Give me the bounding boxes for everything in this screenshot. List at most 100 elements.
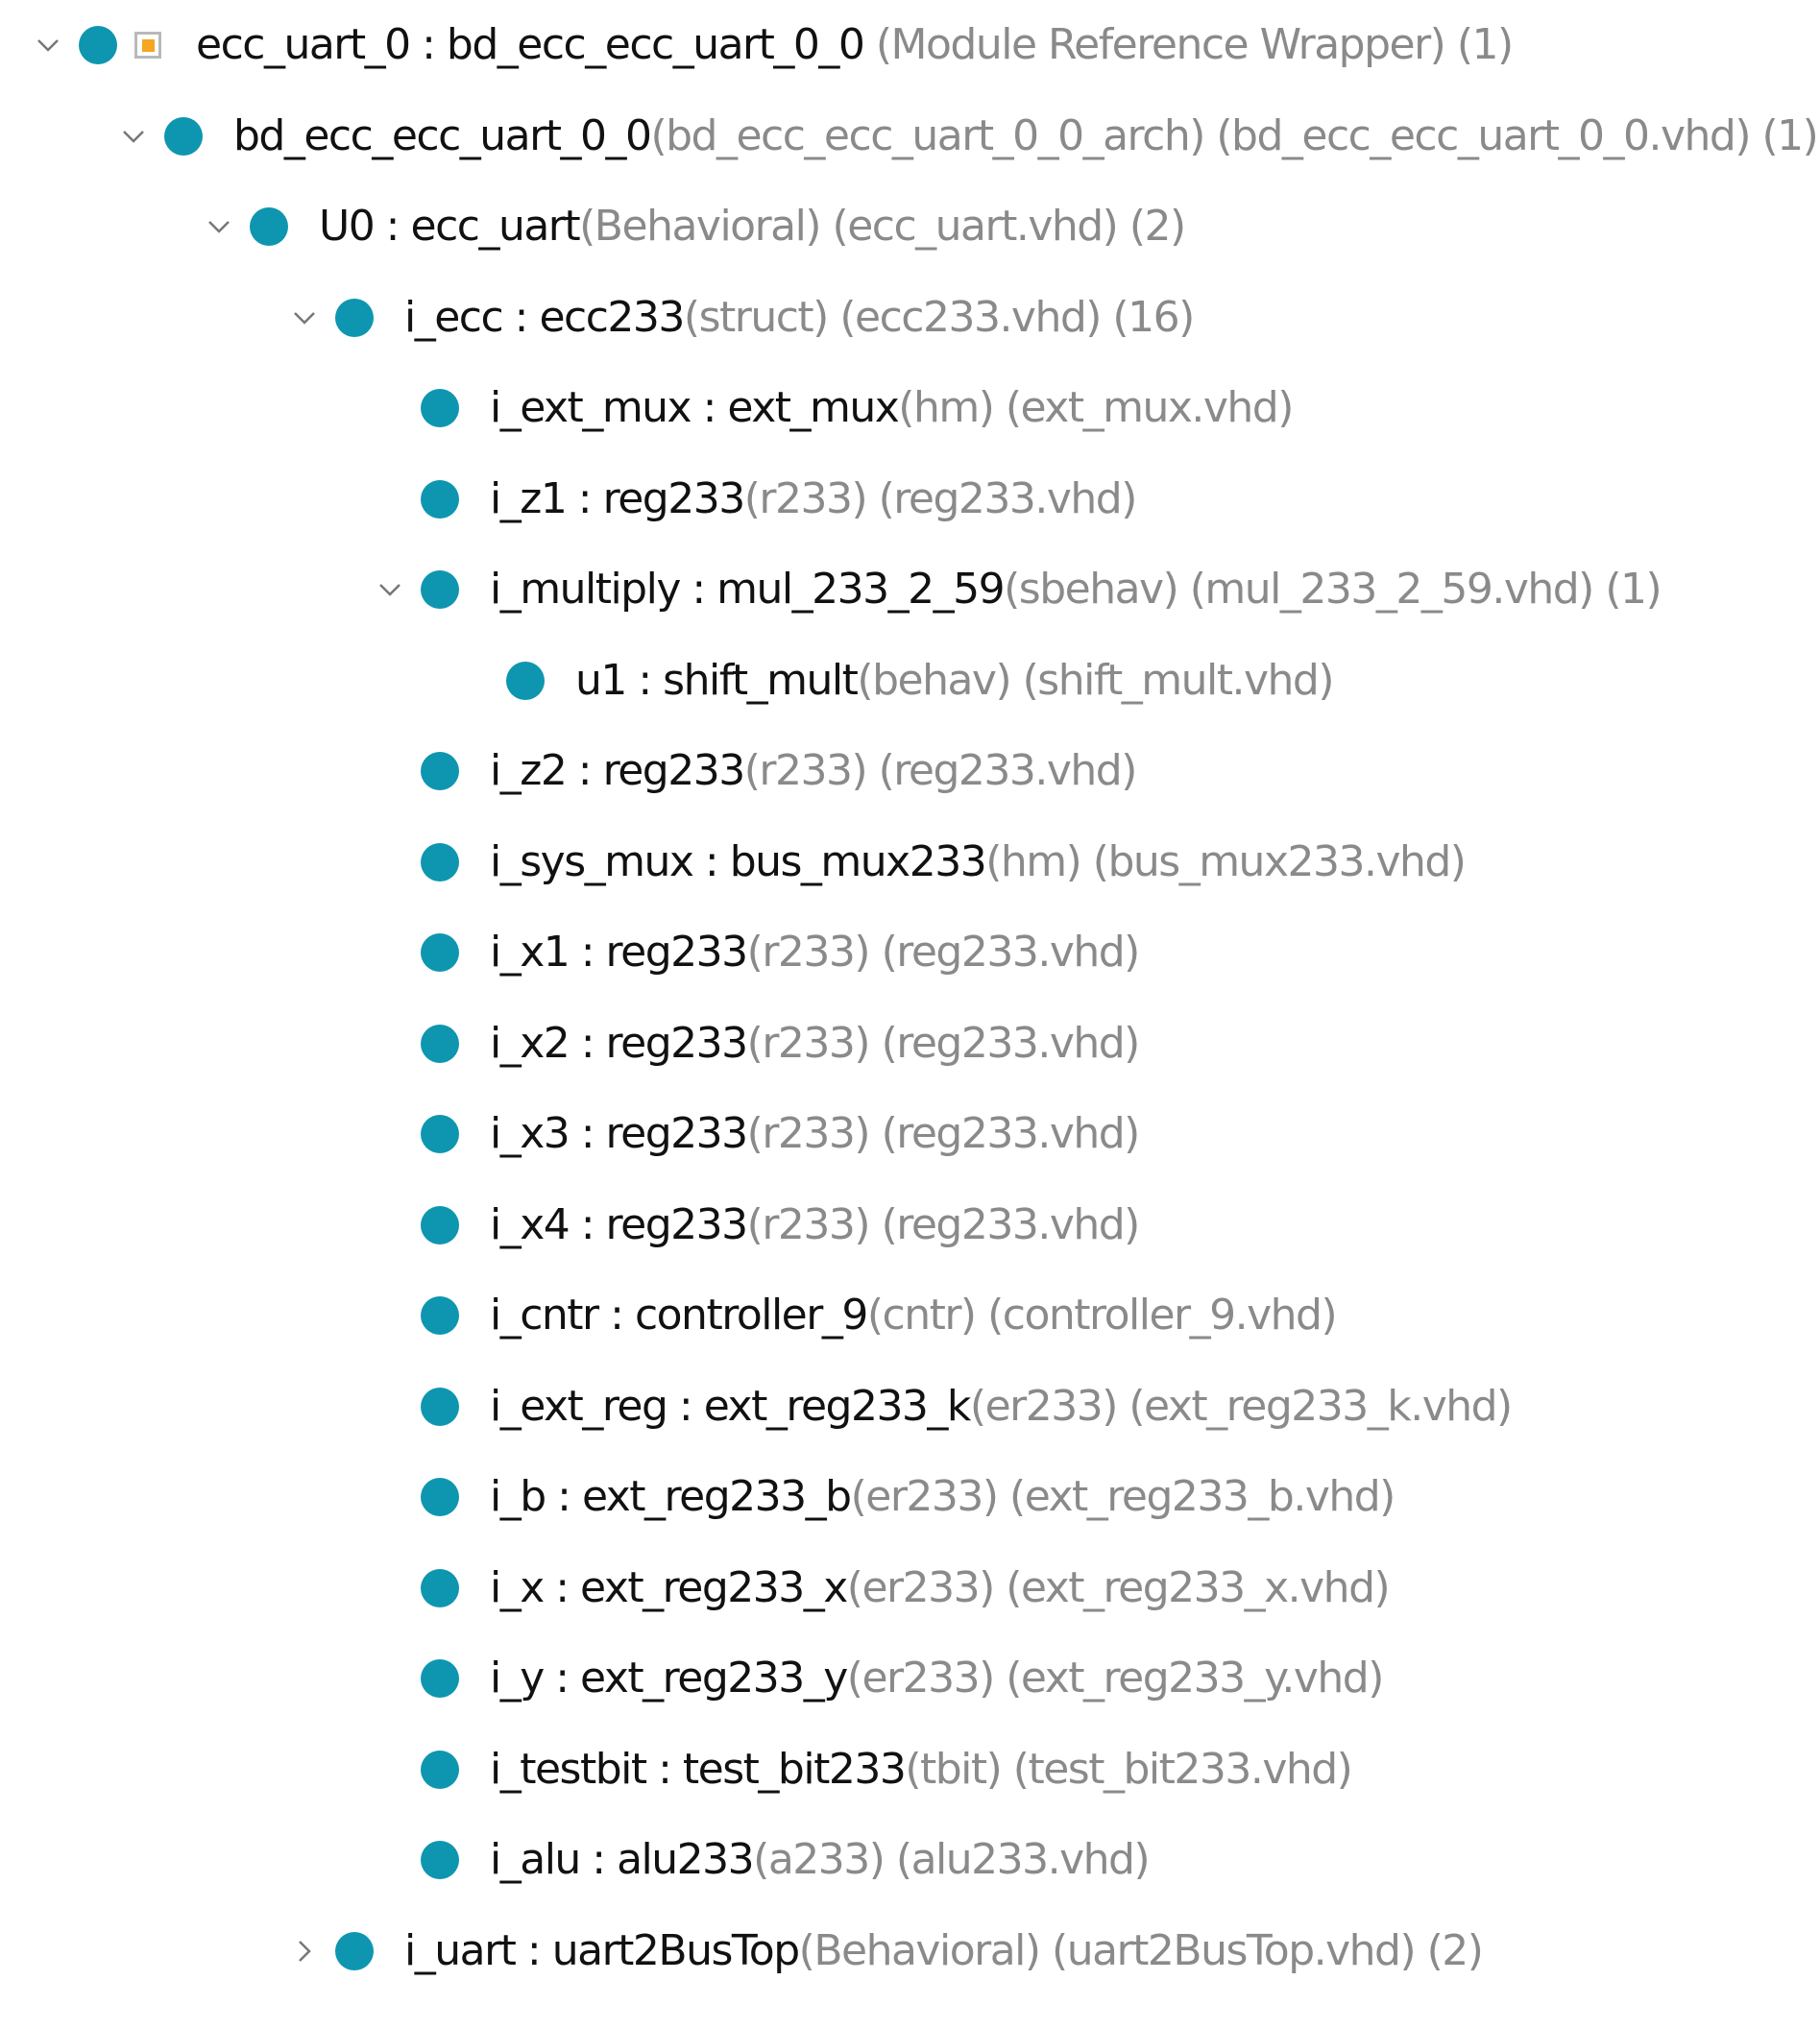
chevron-down-icon[interactable]: [198, 205, 240, 248]
tree-item-label[interactable]: i_x4 : reg233(r233) (reg233.vhd): [490, 1203, 1140, 1246]
toggle-placeholder: [369, 1567, 411, 1609]
instance-name: i_cntr : controller_9: [490, 1291, 868, 1340]
instance-detail: (struct) (ecc233.vhd) (16): [683, 292, 1195, 342]
status-dot-icon: [506, 661, 545, 700]
instance-name: i_ecc : ecc233: [404, 292, 685, 342]
tree-item-label[interactable]: i_ecc : ecc233(struct) (ecc233.vhd) (16): [404, 296, 1195, 339]
instance-detail: (r233) (reg233.vhd): [743, 746, 1138, 795]
tree-row[interactable]: i_ext_mux : ext_mux(hm) (ext_mux.vhd): [0, 363, 1820, 453]
instance-name: ecc_uart_0 : bd_ecc_ecc_uart_0_0: [196, 20, 865, 69]
tree-row[interactable]: i_x4 : reg233(r233) (reg233.vhd): [0, 1180, 1820, 1270]
instance-name: i_alu : alu233: [490, 1835, 755, 1884]
chevron-down-icon[interactable]: [283, 297, 326, 339]
instance-name: i_b : ext_reg233_b: [490, 1472, 852, 1521]
status-dot-icon: [421, 1115, 459, 1153]
tree-row[interactable]: i_x2 : reg233(r233) (reg233.vhd): [0, 999, 1820, 1089]
status-dot-icon: [421, 1205, 459, 1244]
instance-name: i_x1 : reg233: [490, 928, 748, 977]
tree-item-label[interactable]: i_y : ext_reg233_y(er233) (ext_reg233_y.…: [490, 1654, 1384, 1703]
chevron-down-icon[interactable]: [369, 568, 411, 611]
tree-item-label[interactable]: U0 : ecc_uart(Behavioral) (ecc_uart.vhd)…: [319, 205, 1186, 248]
tree-row[interactable]: bd_ecc_ecc_uart_0_0(bd_ecc_ecc_uart_0_0_…: [0, 91, 1820, 181]
chevron-right-icon[interactable]: [283, 1930, 326, 1972]
tree-row[interactable]: ecc_uart_0 : bd_ecc_ecc_uart_0_0 (Module…: [0, 0, 1820, 90]
toggle-placeholder: [369, 750, 411, 792]
instance-name: i_sys_mux : bus_mux233: [490, 836, 987, 886]
tree-item-label[interactable]: u1 : shift_mult(behav) (shift_mult.vhd): [575, 659, 1335, 702]
tree-item-label[interactable]: i_cntr : controller_9(cntr) (controller_…: [490, 1291, 1338, 1340]
tree-item-label[interactable]: i_uart : uart2BusTop(Behavioral) (uart2B…: [404, 1929, 1484, 1972]
status-dot-icon: [421, 570, 459, 609]
tree-row[interactable]: i_ecc : ecc233(struct) (ecc233.vhd) (16): [0, 273, 1820, 363]
tree-row[interactable]: i_sys_mux : bus_mux233(hm) (bus_mux233.v…: [0, 817, 1820, 907]
tree-item-label[interactable]: i_ext_reg : ext_reg233_k(er233) (ext_reg…: [490, 1385, 1513, 1428]
instance-name: i_z2 : reg233: [490, 746, 745, 795]
tree-item-label[interactable]: i_x : ext_reg233_x(er233) (ext_reg233_x.…: [490, 1566, 1391, 1609]
tree-row[interactable]: i_testbit : test_bit233(tbit) (test_bit2…: [0, 1725, 1820, 1815]
tree-item-label[interactable]: i_multiply : mul_233_2_59(sbehav) (mul_2…: [490, 568, 1662, 611]
tree-item-label[interactable]: i_testbit : test_bit233(tbit) (test_bit2…: [490, 1748, 1353, 1791]
tree-row[interactable]: i_multiply : mul_233_2_59(sbehav) (mul_2…: [0, 544, 1820, 635]
tree-row[interactable]: u1 : shift_mult(behav) (shift_mult.vhd): [0, 636, 1820, 726]
instance-name: i_y : ext_reg233_y: [490, 1654, 848, 1703]
instance-name: u1 : shift_mult: [575, 655, 859, 705]
tree-item-label[interactable]: i_x3 : reg233(r233) (reg233.vhd): [490, 1113, 1140, 1155]
instance-detail: (Module Reference Wrapper) (1): [863, 20, 1514, 69]
tree-item-label[interactable]: bd_ecc_ecc_uart_0_0(bd_ecc_ecc_uart_0_0_…: [233, 114, 1819, 157]
instance-name: i_x : ext_reg233_x: [490, 1562, 848, 1612]
tree-row[interactable]: i_cntr : controller_9(cntr) (controller_…: [0, 1270, 1820, 1361]
instance-name: bd_ecc_ecc_uart_0_0: [233, 110, 652, 160]
tree-row[interactable]: i_alu : alu233(a233) (alu233.vhd): [0, 1815, 1820, 1905]
chevron-down-icon[interactable]: [27, 24, 69, 66]
tree-item-label[interactable]: i_sys_mux : bus_mux233(hm) (bus_mux233.v…: [490, 840, 1467, 883]
tree-item-label[interactable]: i_x1 : reg233(r233) (reg233.vhd): [490, 928, 1141, 977]
instance-name: i_z1 : reg233: [490, 473, 745, 523]
tree-row[interactable]: i_x1 : reg233(r233) (reg233.vhd): [0, 907, 1820, 998]
status-dot-icon: [79, 26, 117, 64]
status-dot-icon: [335, 298, 374, 337]
tree-item-label[interactable]: i_alu : alu233(a233) (alu233.vhd): [490, 1839, 1151, 1881]
chevron-down-icon[interactable]: [112, 115, 155, 157]
tree-row[interactable]: U0 : ecc_uart(Behavioral) (ecc_uart.vhd)…: [0, 181, 1820, 272]
status-dot-icon: [421, 752, 459, 790]
tree-row[interactable]: i_x : ext_reg233_x(er233) (ext_reg233_x.…: [0, 1543, 1820, 1633]
toggle-placeholder: [369, 1657, 411, 1700]
status-dot-icon: [164, 116, 203, 156]
instance-detail: (cntr) (controller_9.vhd): [866, 1291, 1338, 1340]
toggle-placeholder: [369, 1749, 411, 1791]
tree-item-label[interactable]: i_ext_mux : ext_mux(hm) (ext_mux.vhd): [490, 387, 1294, 429]
instance-name: i_uart : uart2BusTop: [404, 1925, 800, 1975]
toggle-placeholder: [369, 1476, 411, 1518]
instance-detail: (behav) (shift_mult.vhd): [857, 655, 1334, 705]
toggle-placeholder: [369, 931, 411, 974]
tree-item-label[interactable]: i_z2 : reg233(r233) (reg233.vhd): [490, 750, 1137, 792]
status-dot-icon: [421, 479, 459, 519]
instance-detail: (a233) (alu233.vhd): [753, 1835, 1151, 1884]
tree-item-label[interactable]: i_x2 : reg233(r233) (reg233.vhd): [490, 1022, 1140, 1065]
status-dot-icon: [421, 1024, 459, 1063]
toggle-placeholder: [369, 1113, 411, 1155]
status-dot-icon: [421, 1478, 459, 1516]
tree-row[interactable]: i_x3 : reg233(r233) (reg233.vhd): [0, 1089, 1820, 1179]
tree-row[interactable]: i_y : ext_reg233_y(er233) (ext_reg233_y.…: [0, 1633, 1820, 1724]
tree-row[interactable]: i_b : ext_reg233_b(er233) (ext_reg233_b.…: [0, 1452, 1820, 1542]
tree-row[interactable]: i_z2 : reg233(r233) (reg233.vhd): [0, 726, 1820, 816]
instance-detail: (r233) (reg233.vhd): [743, 473, 1138, 523]
toggle-placeholder: [454, 660, 497, 702]
tree-item-label[interactable]: i_b : ext_reg233_b(er233) (ext_reg233_b.…: [490, 1476, 1395, 1518]
tree-row[interactable]: i_z1 : reg233(r233) (reg233.vhd): [0, 454, 1820, 544]
instance-name: i_testbit : test_bit233: [490, 1744, 907, 1794]
instance-name: i_x2 : reg233: [490, 1018, 748, 1068]
tree-row[interactable]: i_ext_reg : ext_reg233_k(er233) (ext_reg…: [0, 1362, 1820, 1452]
status-dot-icon: [421, 1841, 459, 1879]
instance-detail: (hm) (bus_mux233.vhd): [985, 836, 1467, 886]
instance-detail: (r233) (reg233.vhd): [746, 928, 1141, 977]
instance-detail: (bd_ecc_ecc_uart_0_0_arch) (bd_ecc_ecc_u…: [650, 110, 1818, 160]
status-dot-icon: [421, 933, 459, 972]
toggle-placeholder: [369, 1023, 411, 1065]
tree-row[interactable]: i_uart : uart2BusTop(Behavioral) (uart2B…: [0, 1906, 1820, 1996]
module-reference-icon: [134, 32, 161, 59]
tree-item-label[interactable]: ecc_uart_0 : bd_ecc_ecc_uart_0_0 (Module…: [196, 24, 1514, 66]
tree-item-label[interactable]: i_z1 : reg233(r233) (reg233.vhd): [490, 477, 1137, 520]
